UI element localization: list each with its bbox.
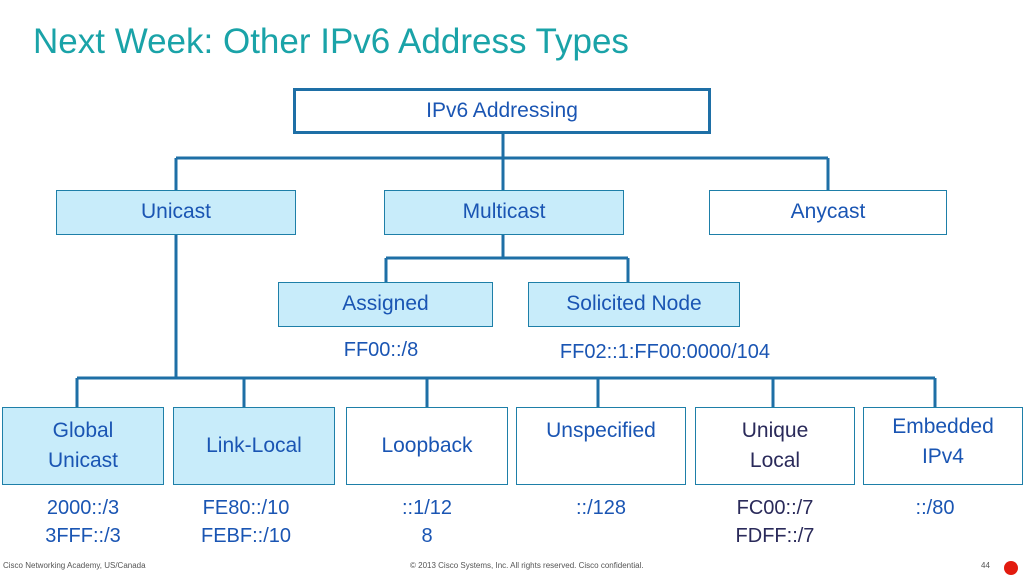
link-local-prefixes: FE80::/10 FEBF::/10: [165, 494, 327, 550]
global-unicast-box: Global Unicast: [2, 407, 164, 485]
link-local-box: Link-Local: [173, 407, 335, 485]
embedded-ipv4-label-line2: IPv4: [921, 445, 964, 469]
unique-local-prefixes: FC00::/7 FDFF::/7: [695, 494, 855, 550]
solicited-node-label: Solicited Node: [566, 292, 702, 316]
embedded-ipv4-prefix: ::/80: [915, 497, 955, 519]
unicast-label: Unicast: [140, 200, 212, 224]
unique-local-prefix-start: FC00::/7: [736, 497, 814, 519]
unspecified-prefix: ::/128: [575, 497, 627, 519]
embedded-ipv4-box: Embedded IPv4: [863, 407, 1023, 485]
global-unicast-label-line2: Unicast: [47, 449, 119, 472]
ipv6-addressing-box: IPv6 Addressing: [293, 88, 711, 134]
footer-left: Cisco Networking Academy, US/Canada: [3, 561, 146, 570]
unspecified-label: Unspecified: [546, 419, 656, 442]
unique-local-label-line1: Unique: [741, 418, 809, 442]
solicited-node-prefix: FF02::1:FF00:0000/104: [559, 341, 771, 363]
ipv6-addressing-label: IPv6 Addressing: [426, 98, 578, 122]
anycast-box: Anycast: [709, 190, 947, 235]
anycast-label: Anycast: [790, 200, 866, 224]
footer-copyright: © 2013 Cisco Systems, Inc. All rights re…: [410, 561, 644, 570]
loopback-prefix-line1: ::1/12: [401, 497, 453, 519]
unique-local-prefix-end: FDFF::/7: [735, 525, 815, 547]
link-local-prefix-start: FE80::/10: [202, 497, 290, 519]
loopback-prefix-line2: 8: [421, 525, 433, 547]
loopback-box: Loopback: [346, 407, 508, 485]
loopback-prefixes: ::1/12 8: [346, 494, 508, 550]
multicast-box: Multicast: [384, 190, 624, 235]
global-unicast-prefix-end: 3FFF::/3: [45, 525, 121, 547]
unique-local-box: Unique Local: [695, 407, 855, 485]
embedded-ipv4-label-line1: Embedded: [892, 415, 994, 438]
red-dot-icon: [1004, 561, 1018, 575]
slide-title: Next Week: Other IPv6 Address Types: [33, 22, 629, 61]
solicited-node-box: Solicited Node: [528, 282, 740, 327]
assigned-box: Assigned: [278, 282, 493, 327]
global-unicast-prefixes: 2000::/3 3FFF::/3: [2, 494, 164, 550]
assigned-label: Assigned: [342, 292, 429, 316]
multicast-label: Multicast: [462, 200, 546, 224]
assigned-prefix: FF00::/8: [343, 339, 419, 361]
loopback-label: Loopback: [381, 433, 473, 457]
global-unicast-prefix-start: 2000::/3: [46, 497, 120, 519]
global-unicast-label-line1: Global: [52, 418, 114, 442]
unique-local-label-line2: Local: [749, 449, 801, 472]
page-number: 44: [981, 561, 990, 570]
link-local-label: Link-Local: [206, 433, 302, 457]
link-local-prefix-end: FEBF::/10: [200, 525, 292, 547]
unicast-box: Unicast: [56, 190, 296, 235]
unspecified-box: Unspecified: [516, 407, 686, 485]
